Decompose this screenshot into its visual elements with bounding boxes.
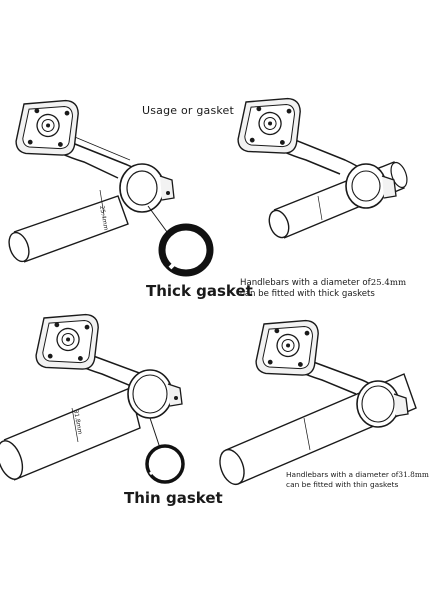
thick-gasket-label: Thick gasket xyxy=(146,282,253,300)
diagram-title: Usage or gasket xyxy=(142,104,235,117)
thick-note-prefix: Handlebars with a diameter of xyxy=(240,278,371,288)
thin-note-line2: can be fitted with thin gaskets xyxy=(286,480,399,489)
thick-note-line2: can be fitted with thick gaskets xyxy=(240,289,375,299)
mount-thin-exploded: 31.8mm xyxy=(0,305,185,484)
thin-gasket-label: Thin gasket xyxy=(124,489,223,507)
thin-gasket-icon xyxy=(145,444,185,484)
dim-31-8: 31.8mm xyxy=(72,409,83,435)
mount-thick-exploded: 25.4mm xyxy=(8,91,214,277)
thick-note-value: 25.4mm xyxy=(370,278,407,288)
mount-thick-installed xyxy=(235,89,408,239)
thin-gasket-note: Handlebars with a diameter of31.8mm can … xyxy=(286,470,429,490)
thin-note-prefix: Handlebars with a diameter of xyxy=(286,470,399,479)
thick-gasket-note: Handlebars with a diameter of25.4mm can … xyxy=(240,278,406,300)
mount-thin-installed xyxy=(219,311,417,486)
thick-gasket-icon xyxy=(158,223,214,277)
dim-25-4: 25.4mm xyxy=(98,205,109,231)
thin-note-value: 31.8mm xyxy=(398,470,429,479)
